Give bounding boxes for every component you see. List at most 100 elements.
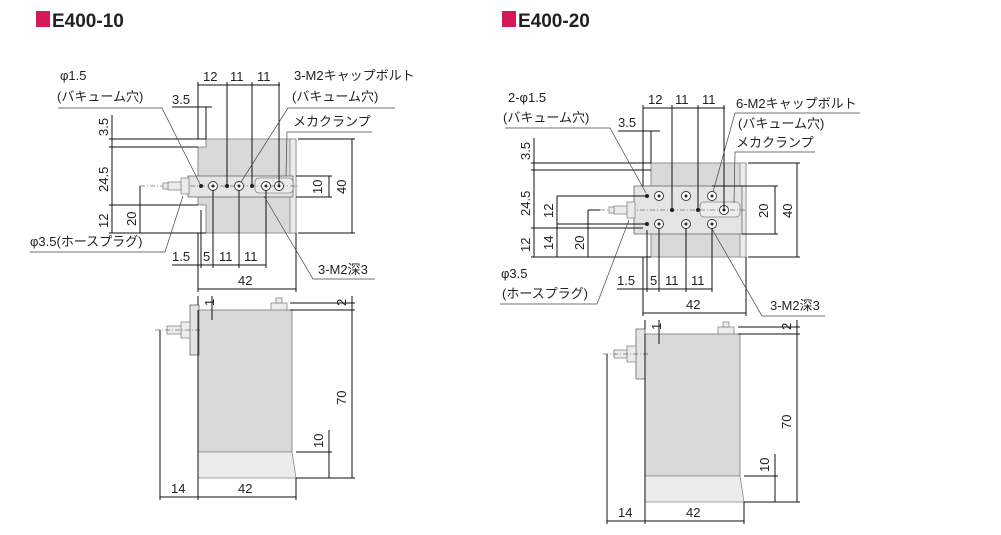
- hose-plug: [608, 201, 636, 219]
- drawing-shape: [684, 194, 688, 198]
- callouts: 2-φ1.5 (バキューム穴) 6-M2キャップボルト (バキューム穴) メカク…: [500, 90, 860, 317]
- top-dimensions: 12 11 11: [642, 92, 725, 210]
- drawing-shape: [275, 297, 283, 304]
- vacuum-hole-note: (バキューム穴): [57, 89, 143, 104]
- dimension-label: 5: [650, 273, 657, 288]
- dimension-label: 11: [675, 92, 689, 107]
- dimension-label: 11: [257, 69, 271, 84]
- dimension-label: 3.5: [618, 115, 636, 130]
- bottom-dimensions: 1.5 5 11 11 42: [172, 190, 297, 292]
- cap-bolt-note: (バキューム穴): [292, 89, 378, 104]
- hose-plug-label: φ3.5(ホースプラグ): [30, 234, 143, 249]
- dimension-label: 14: [618, 505, 632, 520]
- dimension-label: 42: [686, 297, 700, 312]
- dimension-label: 11: [702, 92, 716, 107]
- dimension-label: 20: [756, 204, 771, 218]
- dimension-line: [58, 107, 201, 185]
- dimension-label: 3.5: [96, 118, 111, 136]
- dimension-label: 2: [779, 323, 794, 330]
- dimension-label: 11: [244, 249, 258, 264]
- dimension-line: [240, 107, 395, 183]
- dimension-label: 10: [757, 458, 772, 472]
- drawing-shape: [197, 309, 293, 453]
- top-dimensions: 12 11 11: [197, 69, 280, 186]
- dimension-label: 42: [238, 273, 252, 288]
- dimension-label: 2: [334, 299, 349, 306]
- drawing-shape: [710, 194, 714, 198]
- dimension-line: [285, 131, 372, 177]
- vacuum-hole-size: φ1.5: [60, 68, 87, 83]
- panel-e400-20: E400-20 12: [500, 11, 860, 524]
- drawing-shape: [717, 326, 735, 335]
- right-dimensions: 20 40: [712, 162, 800, 258]
- dimension-label: 11: [230, 69, 244, 84]
- dimension-label: 3.5: [518, 142, 533, 160]
- drawing-shape: [162, 182, 169, 190]
- dimension-label: 1: [649, 323, 664, 330]
- dimension-label: 70: [779, 415, 794, 429]
- dimension-label: 24.5: [96, 167, 111, 192]
- drawing-shape: [626, 201, 636, 219]
- drawing-shape: [710, 222, 714, 226]
- dimension-label: 11: [691, 273, 705, 288]
- panel-title: E400-10: [52, 11, 124, 32]
- dimension-label: 11: [219, 249, 233, 264]
- drawing-shape: [657, 222, 661, 226]
- drawing-shape: [270, 302, 288, 311]
- dimension-label: 1.5: [617, 273, 635, 288]
- drawing-shape: [644, 333, 741, 477]
- dimension-label: 14: [541, 236, 556, 250]
- dimension-label: 10: [310, 180, 325, 194]
- drawing-shape: [644, 475, 745, 503]
- drawing-shape: [211, 184, 215, 188]
- dimension-label: 5: [203, 249, 210, 264]
- dimension-label: 11: [665, 273, 679, 288]
- panel-title: E400-20: [518, 11, 590, 32]
- dimension-line: [733, 151, 815, 204]
- right-dimensions: 10 40: [296, 138, 355, 234]
- dimension-label: 12: [96, 214, 111, 228]
- dimension-label: 12: [648, 92, 662, 107]
- dimension-label: 20: [124, 212, 139, 226]
- clamp-label: メカクランプ: [736, 135, 814, 150]
- drawing-shape: [237, 184, 241, 188]
- dimension-label: 40: [780, 204, 795, 218]
- dimension-line: [263, 195, 375, 280]
- dimension-label: 42: [238, 481, 252, 496]
- dimension-label: 20: [572, 236, 587, 250]
- panel-e400-10: E400-10 12: [30, 11, 415, 500]
- drawing-shape: [167, 181, 182, 191]
- dimension-label: 10: [311, 434, 326, 448]
- dimension-label: 12: [203, 69, 217, 84]
- dimension-label: 14: [171, 481, 185, 496]
- tap-label: 3-M2深3: [318, 262, 368, 277]
- dimension-label: 40: [334, 180, 349, 194]
- dimension-label: 1: [202, 299, 217, 306]
- drawing-shape: [722, 321, 730, 328]
- dimension-label: 1.5: [172, 249, 190, 264]
- drawing-shape: [197, 451, 297, 479]
- cap-bolt-note: (バキューム穴): [738, 116, 824, 131]
- left-dimensions: 3.5 3.5 24.5 12 12 14 20: [518, 115, 660, 258]
- hose-plug-size: φ3.5: [501, 266, 528, 281]
- title-marker: [36, 11, 50, 27]
- dimension-line: [712, 112, 860, 193]
- tap-label: 3-M2深3: [770, 298, 820, 313]
- drawing-shape: [199, 184, 203, 188]
- mechanical-clamp: [254, 177, 294, 194]
- clamp-label: メカクランプ: [293, 114, 371, 129]
- drawing-shape: [684, 222, 688, 226]
- dimension-label: 12: [518, 238, 533, 252]
- dimension-line: [30, 195, 184, 253]
- title-marker: [502, 11, 516, 27]
- vacuum-hole-note: (バキューム穴): [503, 110, 589, 125]
- dimension-line: [711, 228, 825, 317]
- side-view: 1 2 70 10 14 42: [155, 296, 355, 500]
- hose-plug-note: (ホースプラグ): [502, 286, 588, 301]
- hose-plug: [162, 177, 190, 195]
- dimension-label: 42: [686, 505, 700, 520]
- cap-bolt-label: 3-M2キャップボルト: [294, 68, 415, 83]
- callouts: φ1.5 (バキューム穴) 3-M2キャップボルト (バキューム穴) メカクラン…: [30, 68, 415, 280]
- dimension-line: [505, 127, 647, 194]
